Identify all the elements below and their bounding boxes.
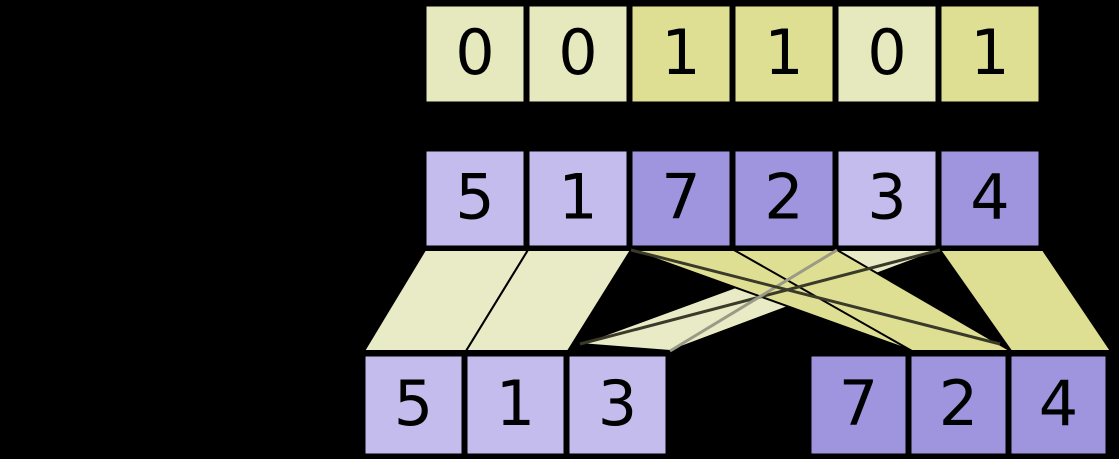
mask-cell-0: 0 xyxy=(423,3,527,105)
output-true-cell-box xyxy=(1008,353,1109,457)
output-true-cell-1: 2 xyxy=(908,353,1009,457)
mask-cell-3: 1 xyxy=(732,3,836,105)
input-cell-box xyxy=(629,148,733,249)
mask-cell-1: 0 xyxy=(526,3,630,105)
input-cell-0: 5 xyxy=(423,148,527,249)
ribbon-layer xyxy=(362,249,1113,353)
ribbon-1 xyxy=(464,249,633,352)
output-true-cell-box xyxy=(808,353,909,457)
input-cell-value: 1 xyxy=(558,161,597,234)
input-cell-value: 4 xyxy=(970,161,1009,234)
mask-cell-value: 1 xyxy=(764,16,803,89)
ribbon-crossing-edge-1 xyxy=(669,248,838,353)
output-true-cell-value: 7 xyxy=(839,367,878,440)
mask-cell-5: 1 xyxy=(938,3,1042,105)
mask-cell-2: 1 xyxy=(629,3,733,105)
output-false-cell-value: 1 xyxy=(496,367,535,440)
ribbon-4 xyxy=(938,249,1113,352)
mask-cell-box xyxy=(526,3,630,105)
mask-cell-value: 0 xyxy=(867,16,906,89)
mask-cell-box xyxy=(732,3,836,105)
output-false-cell-0: 5 xyxy=(362,353,465,457)
output-false-cell-box xyxy=(362,353,465,457)
output-false-cell-box xyxy=(464,353,567,457)
input-cell-box xyxy=(938,148,1042,249)
mask-cell-value: 0 xyxy=(558,16,597,89)
output-false-cell-box xyxy=(566,353,669,457)
input-cell-value: 3 xyxy=(867,161,906,234)
output-false-cell-value: 5 xyxy=(394,367,433,440)
output-false-cell-1: 1 xyxy=(464,353,567,457)
input-cell-value: 7 xyxy=(661,161,700,234)
input-cell-box xyxy=(526,148,630,249)
mask-cell-value: 1 xyxy=(661,16,700,89)
mask-cell-4: 0 xyxy=(835,3,939,105)
ribbon-edge-layer xyxy=(579,248,1001,353)
input-cell-5: 4 xyxy=(938,148,1042,249)
input-cell-box xyxy=(835,148,939,249)
output-false-cell-2: 3 xyxy=(566,353,669,457)
output-true-cell-2: 4 xyxy=(1008,353,1109,457)
mask-cell-box xyxy=(938,3,1042,105)
input-cell-3: 2 xyxy=(732,148,836,249)
output-false-cell-value: 3 xyxy=(598,367,637,440)
mask-cell-value: 1 xyxy=(970,16,1009,89)
output-true-cell-value: 4 xyxy=(1039,367,1078,440)
input-cell-2: 7 xyxy=(629,148,733,249)
input-cell-value: 5 xyxy=(455,161,494,234)
input-cell-4: 3 xyxy=(835,148,939,249)
output-true-cell-value: 2 xyxy=(939,367,978,440)
mask-cell-value: 0 xyxy=(455,16,494,89)
mask-cell-box xyxy=(629,3,733,105)
input-cell-value: 2 xyxy=(764,161,803,234)
ribbon-crossing-edge-2 xyxy=(630,248,1001,346)
output-true-cell-0: 7 xyxy=(808,353,909,457)
mask-cell-box xyxy=(835,3,939,105)
input-cell-box xyxy=(732,148,836,249)
mask-cell-box xyxy=(423,3,527,105)
input-cell-1: 1 xyxy=(526,148,630,249)
output-true-cell-box xyxy=(908,353,1009,457)
input-cell-box xyxy=(423,148,527,249)
